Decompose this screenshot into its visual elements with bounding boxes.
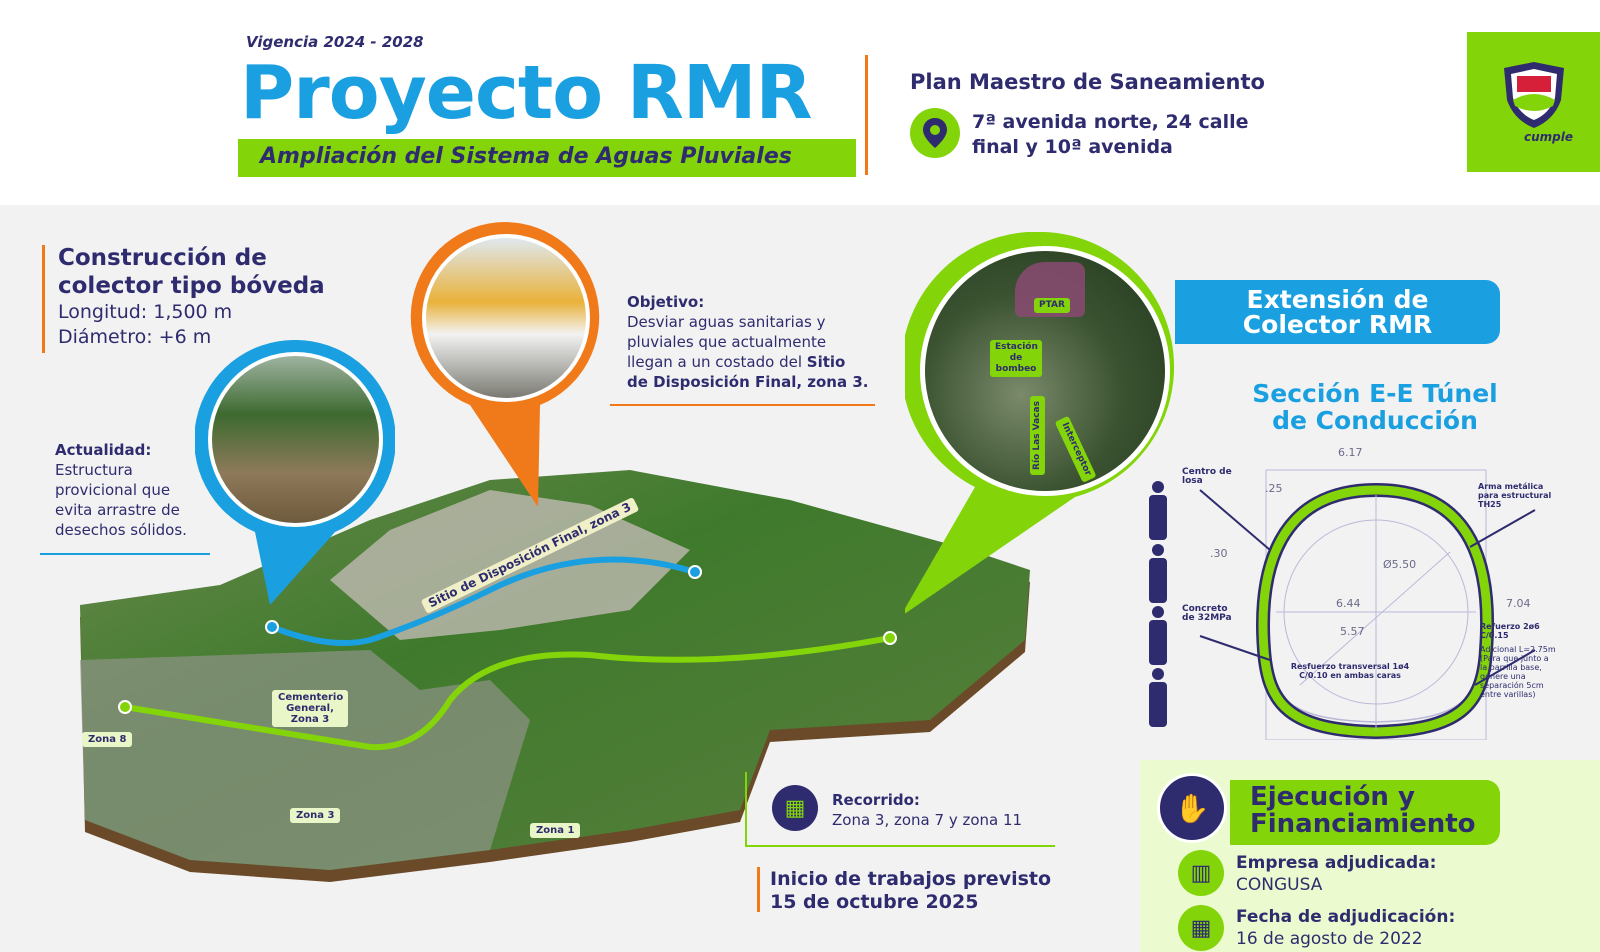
connector-line (40, 553, 210, 555)
actualidad-block: Actualidad: Estructura provicional que e… (55, 440, 187, 540)
objetivo-bold: de Disposición Final, zona 3. (627, 373, 869, 391)
location-pin-icon (910, 108, 960, 158)
objetivo-line: Desviar aguas sanitarias y (627, 313, 826, 331)
map-icon: ▦ (772, 785, 818, 831)
construccion-block: Construcción de colector tipo bóveda Lon… (58, 244, 325, 350)
calendar-icon: ▦ (1178, 905, 1224, 951)
financiamiento-title: Financiamiento (1250, 809, 1476, 839)
longitud: Longitud: 1,500 m (58, 301, 233, 323)
divider (757, 867, 760, 912)
zona1-label: Zona 1 (530, 823, 581, 838)
person-icon (1149, 481, 1167, 540)
dim-644: 6.44 (1336, 597, 1361, 610)
vigencia-label: Vigencia 2024 - 2028 (246, 33, 424, 51)
seccion-line: Sección E-E Túnel (1252, 379, 1498, 408)
dim-704: 7.04 (1506, 597, 1531, 610)
address-line-1: 7ª avenida norte, 24 calle (972, 111, 1249, 133)
logo-text: cumple (1523, 130, 1573, 144)
river-photo (208, 352, 383, 527)
page-title: Proyecto RMR (240, 50, 812, 136)
construccion-title: colector tipo bóveda (58, 273, 325, 299)
route-point (883, 631, 897, 645)
subtitle-banner: Ampliación del Sistema de Aguas Pluviale… (238, 139, 856, 177)
financiamiento-title: Ejecución y (1250, 782, 1415, 812)
address-line-2: final y 10ª avenida (972, 136, 1173, 158)
truck-photo (422, 234, 590, 402)
connector-line (745, 772, 747, 847)
cementerio-label: Cementerio General, Zona 3 (272, 690, 348, 727)
tunnel-outer-ring (1256, 482, 1495, 740)
construccion-title: Construcción de (58, 245, 267, 271)
tunnel-concrete-ring (1258, 485, 1492, 737)
blue-collector-route (270, 556, 696, 646)
objetivo-bold: Sitio (806, 353, 846, 371)
label-adicional: Adicional L=2.75m (Para que junto a la p… (1480, 645, 1556, 699)
label-transversal: Resfuerzo transversal 1ø4 C/0.10 en amba… (1290, 662, 1410, 680)
rio-tag: Río Las Vacas (1029, 396, 1045, 475)
person-icon (1149, 606, 1167, 665)
urban-area (80, 650, 530, 870)
building-icon: ▥ (1178, 850, 1224, 896)
fecha-value: 16 de agosto de 2022 (1236, 929, 1423, 949)
objetivo-block: Objetivo: Desviar aguas sanitarias y plu… (627, 292, 868, 392)
tunnel-section-diagram (1149, 469, 1536, 740)
empresa-block: Empresa adjudicada: CONGUSA (1236, 852, 1436, 896)
seccion-title: Sección E-E Túnel de Conducción (1210, 380, 1540, 434)
label-refuerzo: Refuerzo 2ø6 C/0.15 (1480, 622, 1540, 640)
actualidad-label: Actualidad: (55, 441, 152, 459)
diametro: Diámetro: +6 m (58, 326, 212, 348)
recorrido-value: Zona 3, zona 7 y zona 11 (832, 811, 1023, 829)
dim-diam: Ø5.50 (1383, 558, 1417, 571)
route-point (688, 565, 702, 579)
project-map (80, 470, 1030, 882)
plan-title: Plan Maestro de Saneamiento (910, 70, 1265, 94)
municipal-logo: cumple (1467, 32, 1600, 172)
actualidad-line: provicional que (55, 481, 171, 499)
divider (42, 245, 45, 353)
seccion-line: de Conducción (1272, 406, 1478, 435)
extension-banner: Extensión de Colector RMR (1175, 280, 1500, 344)
label-concreto: Concreto de 32MPa (1182, 604, 1232, 623)
objetivo-line: pluviales que actualmente (627, 333, 827, 351)
dim-25: .25 (1265, 482, 1283, 495)
inicio-block: Inicio de trabajos previsto 15 de octubr… (770, 868, 1051, 914)
label-arma: Arma metálica para estructural TH25 (1478, 482, 1552, 509)
financiamiento-header: Ejecución y Financiamiento (1230, 780, 1500, 845)
connector-line (745, 845, 1055, 847)
dim-top: 6.17 (1338, 446, 1363, 459)
label-centro-losa: Centro de losa (1182, 467, 1232, 486)
inicio-label: Inicio de trabajos previsto (770, 868, 1052, 890)
person-scale-icons (1149, 481, 1167, 727)
empresa-label: Empresa adjudicada: (1236, 853, 1437, 873)
zona8-label: Zona 8 (82, 732, 133, 747)
fecha-label: Fecha de adjudicación: (1236, 907, 1456, 927)
inicio-date: 15 de octubre 2025 (770, 891, 979, 913)
route-point (265, 620, 279, 634)
person-icon (1149, 668, 1167, 727)
empresa-value: CONGUSA (1236, 875, 1323, 895)
actualidad-line: Estructura (55, 461, 133, 479)
money-hand-icon: ✋ (1157, 773, 1227, 843)
address: 7ª avenida norte, 24 calle final y 10ª a… (972, 110, 1249, 160)
dim-557: 5.57 (1340, 625, 1365, 638)
dim-30: .30 (1210, 547, 1228, 560)
zona3-label: Zona 3 (290, 808, 341, 823)
extension-title: Extensión de (1246, 285, 1429, 314)
shield-icon (1503, 62, 1564, 128)
fecha-block: Fecha de adjudicación: 16 de agosto de 2… (1236, 906, 1455, 952)
recorrido-label: Recorrido: (832, 791, 920, 809)
green-collector-route (124, 635, 891, 751)
estacion-tag: Estación de bombeo (990, 340, 1042, 377)
objetivo-label: Objetivo: (627, 293, 705, 311)
actualidad-line: desechos sólidos. (55, 521, 187, 539)
connector-line (610, 404, 875, 406)
recorrido-block: Recorrido: Zona 3, zona 7 y zona 11 (832, 790, 1022, 830)
extension-title: Colector RMR (1242, 310, 1433, 339)
divider (865, 55, 868, 175)
objetivo-line: llegan a un costado del (627, 353, 802, 371)
route-point (118, 700, 132, 714)
ptar-tag: PTAR (1034, 298, 1070, 313)
person-icon (1149, 544, 1167, 603)
actualidad-line: evita arrastre de (55, 501, 180, 519)
